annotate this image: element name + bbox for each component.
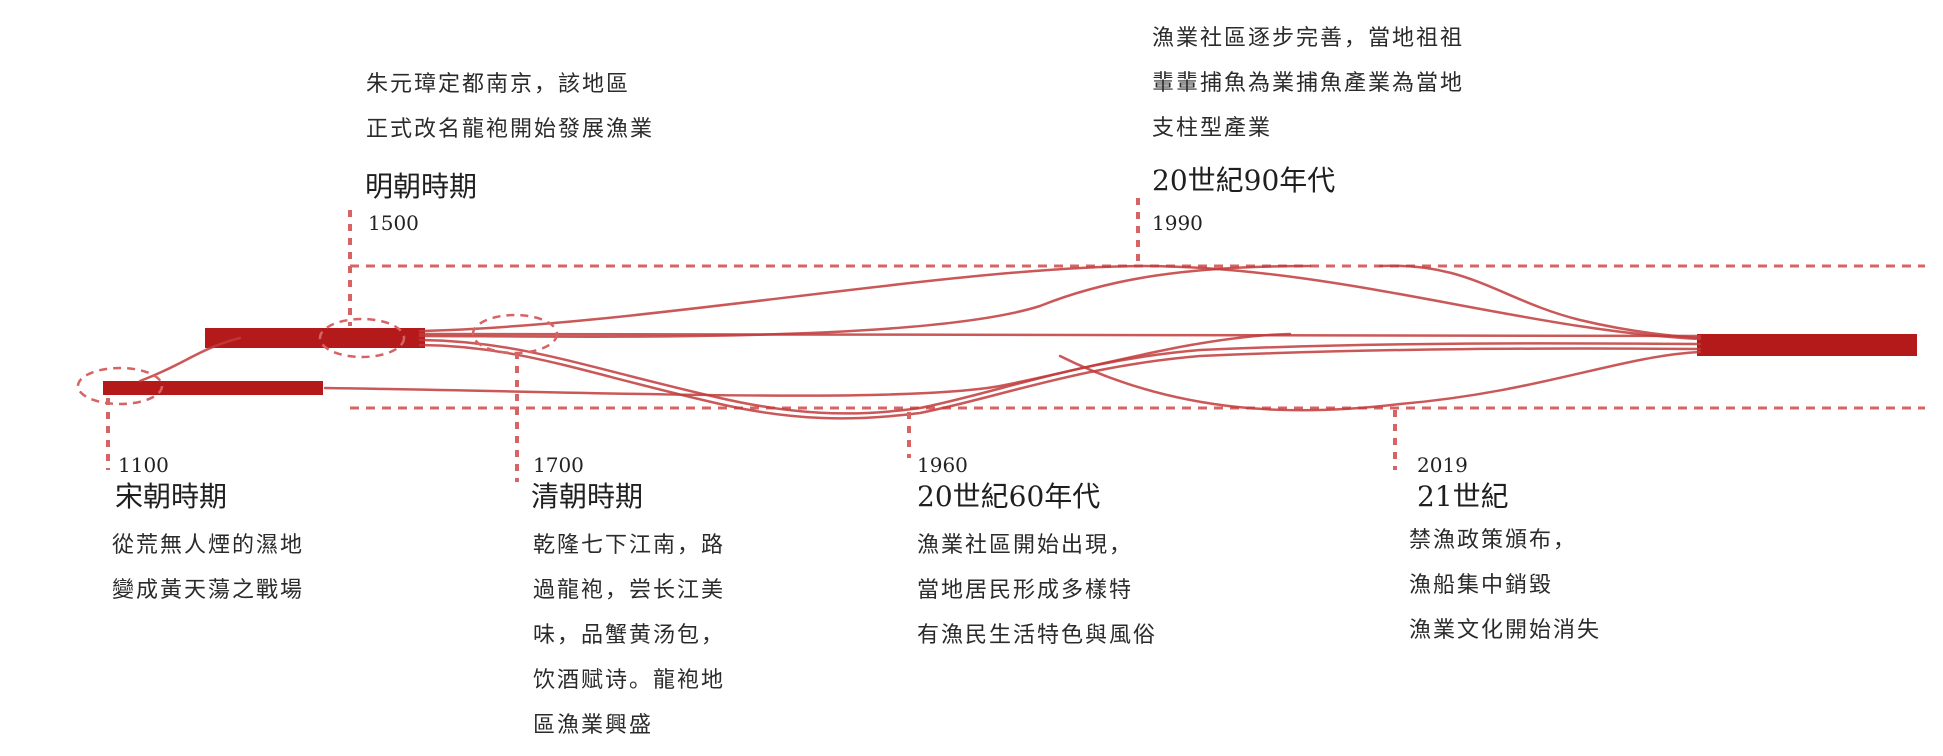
- era-label-ming: 明朝時期: [365, 170, 478, 203]
- desc-ming: 朱元璋定都南京，該地區 正式改名龍袍開始發展漁業: [366, 62, 654, 152]
- desc-line: 禁漁政策頒布，: [1409, 528, 1578, 553]
- desc-1990s: 漁業社區逐步完善，當地祖祖 輩輩捕魚為業捕魚產業為當地 支柱型產業: [1152, 16, 1464, 151]
- flow-strand-2: [418, 264, 1702, 341]
- desc-line: 漁業文化開始消失: [1409, 618, 1602, 643]
- flow-strand-5: [418, 343, 1702, 420]
- year-label-1990: 1990: [1152, 211, 1203, 235]
- era-label-qing: 清朝時期: [531, 480, 644, 513]
- desc-line: 從荒無人煙的濕地: [112, 533, 305, 558]
- flow-strand-1: [138, 336, 242, 383]
- year-label-1700: 1700: [533, 453, 584, 477]
- desc-1960s: 漁業社區開始出現， 當地居民形成多樣特 有漁民生活特色與風俗: [917, 523, 1157, 658]
- desc-line: 變成黃天蕩之戰場: [112, 578, 305, 603]
- desc-line: 朱元璋定都南京，該地區: [366, 72, 631, 97]
- era-label-song: 宋朝時期: [115, 480, 228, 513]
- desc-line: 乾隆七下江南，路: [533, 533, 726, 558]
- desc-line: 漁業社區逐步完善，當地祖祖: [1152, 26, 1465, 51]
- highlight-circle-1500: [318, 317, 406, 359]
- year-label-1100: 1100: [118, 453, 169, 477]
- flow-strand-3: [418, 264, 1312, 338]
- year-label-1500: 1500: [368, 211, 419, 235]
- desc-line: 漁業社區開始出現，: [917, 533, 1134, 558]
- desc-song: 從荒無人煙的濕地 變成黃天蕩之戰場: [112, 523, 304, 613]
- era-label-1990s: 20世紀90年代: [1152, 164, 1336, 197]
- year-label-1960: 1960: [917, 453, 968, 477]
- highlight-circle-1100: [76, 366, 164, 406]
- desc-line: 有漁民生活特色與風俗: [917, 623, 1158, 648]
- desc-line: 支柱型產業: [1152, 116, 1273, 141]
- desc-line: 過龍袍，尝长江美: [533, 578, 726, 603]
- flow-strand-4: [418, 338, 1702, 415]
- flow-strand-8: [1058, 350, 1702, 412]
- desc-line: 區漁業興盛: [533, 713, 654, 738]
- bar-ming: [205, 328, 425, 348]
- flow-strand-7: [323, 332, 1292, 397]
- bar-song: [103, 381, 323, 395]
- era-label-21c: 21世紀: [1417, 480, 1509, 513]
- desc-qing: 乾隆七下江南，路 過龍袍，尝长江美 味，品蟹黄汤包， 饮酒赋诗。龍袍地 區漁業興…: [533, 523, 725, 748]
- desc-line: 當地居民形成多樣特: [917, 578, 1134, 603]
- desc-line: 漁船集中銷毀: [1409, 573, 1554, 598]
- desc-line: 饮酒赋诗。龍袍地: [533, 668, 726, 693]
- era-label-1960s: 20世紀60年代: [917, 480, 1101, 513]
- desc-line: 輩輩捕魚為業捕魚產業為當地: [1152, 71, 1465, 96]
- desc-21c: 禁漁政策頒布， 漁船集中銷毀 漁業文化開始消失: [1409, 518, 1601, 653]
- year-label-2019: 2019: [1417, 453, 1468, 477]
- bar-end: [1697, 334, 1917, 356]
- desc-line: 味，品蟹黄汤包，: [533, 623, 726, 648]
- desc-line: 正式改名龍袍開始發展漁業: [366, 117, 655, 142]
- flow-strand-6: [418, 332, 1702, 338]
- flow-strand-9: [1378, 264, 1702, 340]
